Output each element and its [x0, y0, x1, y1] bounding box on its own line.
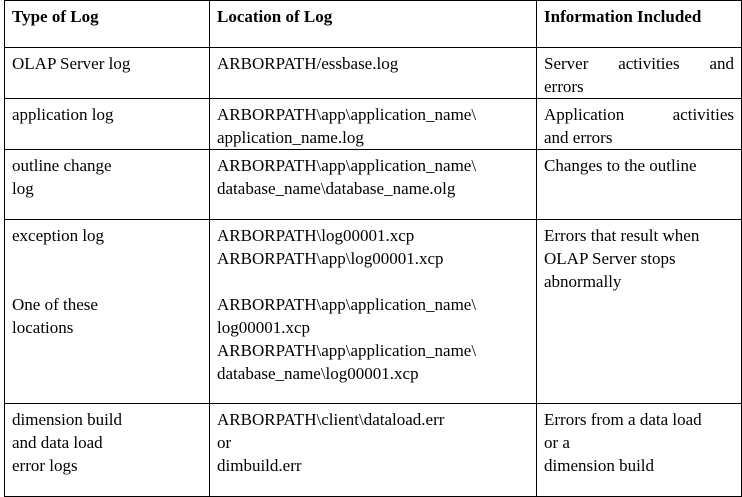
- cell-type: exception log One of these locations: [4, 219, 210, 404]
- table-row: application log ARBORPATH\app\applicatio…: [4, 98, 742, 150]
- cell-text: dimension build: [544, 456, 655, 475]
- cell-text: ARBORPATH\app\application_name\: [217, 156, 477, 175]
- cell-word: activities: [672, 105, 734, 124]
- cell-word: Server: [544, 54, 589, 73]
- cell-text: locations: [12, 318, 74, 337]
- cell-location: ARBORPATH\log00001.xcp ARBORPATH\app\log…: [209, 219, 537, 404]
- cell-location: ARBORPATH\app\application_name\ database…: [209, 149, 537, 220]
- cell-text: application_name.log: [217, 128, 364, 147]
- cell-location: ARBORPATH/essbase.log: [209, 47, 537, 99]
- cell-text: error logs: [12, 456, 78, 475]
- cell-type: dimension build and data load error logs: [4, 403, 210, 497]
- header-information-included: Information Included: [536, 0, 742, 48]
- table-row: OLAP Server log ARBORPATH/essbase.log Se…: [4, 47, 742, 99]
- cell-text: ARBORPATH\app\application_name\: [217, 295, 477, 314]
- cell-text: or a: [544, 433, 570, 452]
- cell-info: Server activities and errors: [536, 47, 742, 99]
- cell-type: application log: [4, 98, 210, 150]
- header-type-of-log: Type of Log: [4, 0, 210, 48]
- justified-line: Server activities and: [544, 52, 734, 75]
- cell-text: ARBORPATH/essbase.log: [217, 54, 399, 73]
- cell-text: ARBORPATH\app\application_name\: [217, 341, 477, 360]
- cell-text: log: [12, 179, 34, 198]
- table-row: exception log One of these locations ARB…: [4, 219, 742, 404]
- table-row: outline change log ARBORPATH\app\applica…: [4, 149, 742, 220]
- justified-line: Application activities: [544, 103, 734, 126]
- cell-type: OLAP Server log: [4, 47, 210, 99]
- cell-text: ARBORPATH\client\dataload.err: [217, 410, 445, 429]
- cell-location: ARBORPATH\app\application_name\ applicat…: [209, 98, 537, 150]
- cell-text: and data load: [12, 433, 103, 452]
- cell-text: Errors from a data load: [544, 410, 702, 429]
- log-types-table: Type of Log Location of Log Information …: [4, 0, 742, 497]
- cell-text: database_name\log00001.xcp: [217, 364, 419, 383]
- cell-text: Changes to the outline: [544, 156, 697, 175]
- cell-location: ARBORPATH\client\dataload.err or dimbuil…: [209, 403, 537, 497]
- cell-word: and: [709, 54, 734, 73]
- cell-text: OLAP Server stops: [544, 249, 676, 268]
- cell-text: dimension build: [12, 410, 123, 429]
- cell-text: abnormally: [544, 272, 622, 291]
- cell-info: Changes to the outline: [536, 149, 742, 220]
- header-location-of-log: Location of Log: [209, 0, 537, 48]
- cell-type: outline change log: [4, 149, 210, 220]
- cell-info: Errors from a data load or a dimension b…: [536, 403, 742, 497]
- cell-text: ARBORPATH\app\log00001.xcp: [217, 249, 444, 268]
- header-row: Type of Log Location of Log Information …: [4, 0, 742, 48]
- cell-text: Errors that result when: [544, 226, 700, 245]
- cell-text: ARBORPATH\log00001.xcp: [217, 226, 415, 245]
- table-row: dimension build and data load error logs…: [4, 403, 742, 497]
- cell-info: Application activities and errors: [536, 98, 742, 150]
- cell-text: ARBORPATH\app\application_name\: [217, 105, 477, 124]
- cell-text: One of these: [12, 295, 98, 314]
- cell-text: outline change: [12, 156, 112, 175]
- cell-text: and errors: [544, 128, 613, 147]
- cell-text: OLAP Server log: [12, 54, 131, 73]
- cell-text: errors: [544, 77, 584, 96]
- cell-info: Errors that result when OLAP Server stop…: [536, 219, 742, 404]
- cell-text: database_name\database_name.olg: [217, 179, 456, 198]
- cell-text: exception log: [12, 226, 105, 245]
- cell-word: activities: [618, 54, 680, 73]
- cell-word: Application: [544, 105, 625, 124]
- cell-text: or: [217, 433, 232, 452]
- cell-text: application log: [12, 105, 114, 124]
- cell-text: log00001.xcp: [217, 318, 311, 337]
- cell-text: dimbuild.err: [217, 456, 302, 475]
